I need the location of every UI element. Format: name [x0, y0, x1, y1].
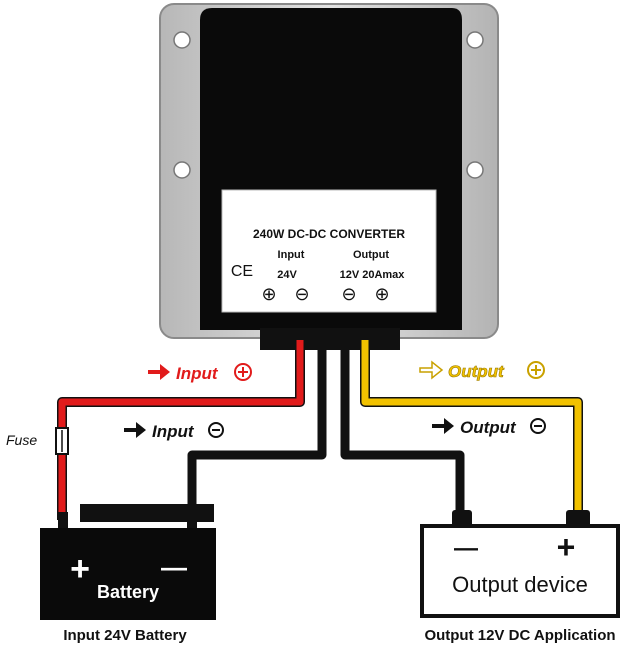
mount-hole-icon: [466, 161, 484, 179]
wire-output-negative: [340, 340, 465, 522]
output-device-caption: Output 12V DC Application: [424, 627, 615, 644]
output-plus-circle-icon: [527, 361, 545, 379]
output-device-plus-sign: +: [557, 529, 576, 565]
terminal-minus-input-icon: ⊖: [294, 284, 309, 304]
wire-input-negative: [187, 340, 327, 522]
terminal-plus-output-icon: ⊕: [374, 284, 389, 304]
battery-caption: Input 24V Battery: [63, 627, 187, 644]
label-output-positive: Output: [448, 362, 505, 381]
label-input-positive: Input: [176, 364, 219, 383]
converter-input-voltage: 24V: [277, 269, 297, 281]
mount-hole-icon: [173, 161, 191, 179]
wires: [57, 340, 583, 522]
mount-hole-icon: [466, 31, 484, 49]
terminal-plus-input-icon: ⊕: [261, 284, 276, 304]
label-output-negative: Output: [460, 418, 517, 437]
arrow-output-negative-icon: [432, 418, 454, 434]
fuse-icon: [55, 427, 69, 455]
arrow-input-negative-icon: [124, 422, 146, 438]
battery-plus-sign: +: [70, 550, 90, 588]
input-plus-circle-icon: [234, 363, 252, 381]
arrow-input-positive-icon: [148, 364, 170, 380]
converter-input-label: Input: [278, 249, 305, 261]
battery-icon: [40, 504, 216, 620]
converter-output-label: Output: [353, 249, 389, 261]
arrow-output-positive-icon: [419, 360, 444, 380]
output-minus-circle-icon: [530, 418, 546, 434]
battery-label: Battery: [97, 582, 159, 602]
converter-title: 240W DC-DC CONVERTER: [253, 227, 405, 241]
ce-mark: CE: [231, 263, 253, 280]
converter-output-rating: 12V 20Amax: [340, 269, 406, 281]
label-input-negative: Input: [152, 422, 195, 441]
output-device-label: Output device: [452, 572, 588, 597]
fuse-label: Fuse: [6, 432, 37, 448]
cable-gland: [260, 328, 400, 350]
mount-hole-icon: [173, 31, 191, 49]
output-device-icon: [420, 510, 620, 618]
converter-label: [221, 189, 437, 313]
output-device-minus-sign: —: [454, 535, 478, 562]
terminal-minus-output-icon: ⊖: [341, 284, 356, 304]
input-minus-circle-icon: [208, 422, 224, 438]
battery-minus-sign: —: [161, 552, 187, 582]
